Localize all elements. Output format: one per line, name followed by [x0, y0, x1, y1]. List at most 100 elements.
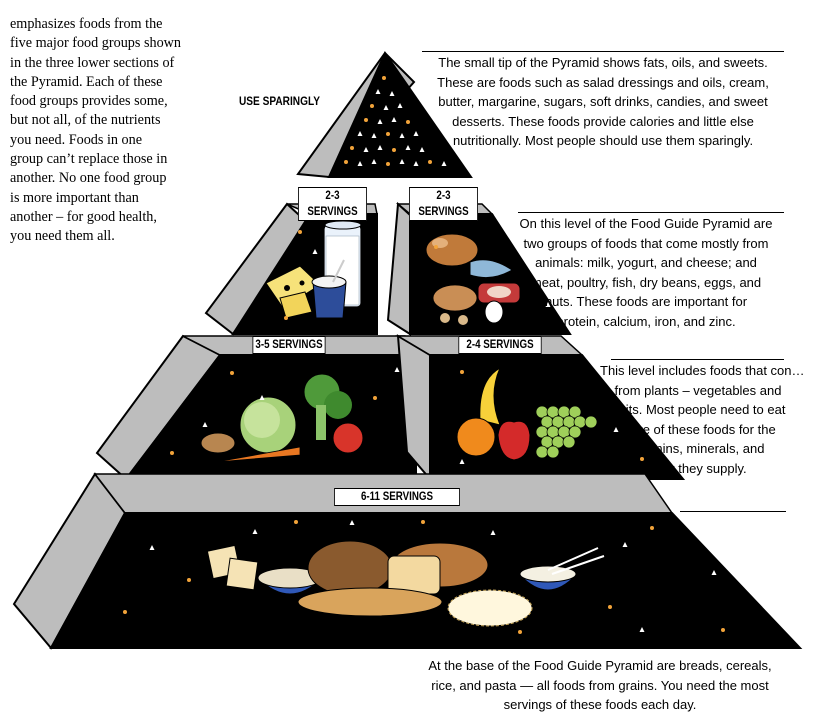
text-line: five major food groups shown	[10, 35, 182, 52]
sugar-speck	[459, 459, 465, 464]
grape	[568, 405, 582, 419]
fat-speck	[460, 370, 464, 374]
text-line: another. No one food group	[10, 170, 167, 187]
sugar-speck	[405, 145, 411, 150]
fat-speck	[294, 520, 298, 524]
fat-speck	[434, 245, 438, 249]
tip-caption: The small tip of the Pyramid shows fats,…	[422, 53, 784, 151]
text-line: food groups provides some,	[10, 93, 168, 110]
tip-specks	[344, 76, 447, 166]
text-line: protein, calcium, iron, and zinc.	[556, 313, 736, 329]
fat-speck	[640, 457, 644, 461]
grape	[546, 445, 560, 459]
text-line: you need. Foods in one	[10, 131, 143, 148]
intro-paragraph: emphasizes foods from the five major food…	[10, 15, 181, 247]
yogurt-cup-drawing	[311, 259, 347, 319]
tier-meat-poultry-fish	[386, 201, 572, 336]
text-line: fruits. Most people need to eat	[610, 402, 786, 418]
sugar-speck	[490, 530, 496, 535]
sugar-speck	[377, 119, 383, 124]
fat-speck	[392, 148, 396, 152]
sugar-speck	[371, 133, 377, 138]
sugar-speck	[377, 145, 383, 150]
text-line: another – for good health,	[10, 208, 157, 225]
vegetables-drawing	[200, 373, 364, 463]
text-line: desserts. These foods provide calories a…	[452, 113, 754, 129]
sugar-speck	[399, 133, 405, 138]
sugar-speck	[397, 103, 403, 108]
text-line: animals: milk, yogurt, and cheese; and	[535, 255, 757, 271]
text-line: the Pyramid. Each of these	[10, 73, 163, 90]
text-line: in the three lower sections of	[10, 54, 175, 71]
sugar-speck	[622, 542, 628, 547]
sugar-speck	[399, 159, 405, 164]
text-line: nutritionally. Most people should use th…	[452, 133, 754, 149]
text-line: servings of these foods each day.	[503, 697, 697, 713]
fat-speck	[428, 160, 432, 164]
animal-level-caption: On this level of the Food Guide Pyramid …	[508, 214, 784, 332]
meat-servings-label: 2-3 SERVINGS	[409, 187, 478, 221]
sugar-speck	[252, 529, 258, 534]
fat-speck	[170, 451, 174, 455]
text-line: from plants – vegetables and	[614, 382, 782, 398]
tier-milk-yogurt-cheese	[204, 202, 378, 336]
sugar-speck	[394, 367, 400, 372]
fat-speck	[421, 520, 425, 524]
tier-fats-oils-sweets	[296, 50, 473, 179]
text-line: you need them all.	[10, 228, 115, 245]
sugar-speck	[413, 161, 419, 166]
sugar-speck	[419, 147, 425, 152]
fat-speck	[650, 526, 654, 530]
fat-speck	[370, 104, 374, 108]
grains-drawing	[206, 540, 605, 627]
vegetable-servings-label: 3-5 SERVINGS	[252, 336, 326, 354]
tier-fruits	[395, 334, 686, 482]
sugar-speck	[383, 105, 389, 110]
fat-speck	[298, 230, 302, 234]
text-line: two groups of foods that come mostly fro…	[523, 235, 769, 251]
fat-speck	[230, 371, 234, 375]
text-line: At the base of the Food Guide Pyramid ar…	[428, 658, 772, 673]
use-sparingly-label: USE SPARINGLY	[239, 96, 320, 108]
text-line: The small tip of the Pyramid shows fats,…	[438, 55, 768, 70]
text-line: These are foods such as salad dressings …	[437, 74, 769, 90]
sugar-speck	[312, 249, 318, 254]
fruits-drawing	[456, 366, 598, 461]
animal-caption-rule	[518, 212, 784, 213]
fat-speck	[123, 610, 127, 614]
fat-speck	[721, 628, 725, 632]
text-line: is more important than	[10, 189, 139, 206]
text-line: emphasizes foods from the	[10, 16, 163, 32]
sugar-speck	[357, 131, 363, 136]
text-line: group can’t replace those in	[10, 151, 168, 168]
milk-servings-label: 2-3 SERVINGS	[298, 187, 367, 221]
text-line: but not all, of the nutrients	[10, 112, 161, 129]
fat-speck	[187, 578, 191, 582]
tip-caption-rule	[422, 51, 784, 52]
fat-speck	[284, 316, 288, 320]
grape	[535, 445, 549, 459]
sugar-speck	[375, 89, 381, 94]
text-line: This level includes foods that con…	[600, 363, 805, 378]
fruit-servings-label: 2-4 SERVINGS	[458, 336, 542, 354]
cheese-drawing	[265, 265, 321, 319]
sugar-speck	[391, 117, 397, 122]
sugar-speck	[545, 302, 551, 307]
text-line: On this level of the Food Guide Pyramid …	[519, 216, 773, 231]
plant-caption-rule	[611, 359, 784, 360]
sugar-speck	[525, 245, 531, 250]
text-line: butter, margarine, sugars, soft drinks, …	[438, 94, 768, 110]
sugar-speck	[711, 570, 717, 575]
sugar-speck	[259, 395, 265, 400]
fat-speck	[386, 132, 390, 136]
sugar-speck	[371, 159, 377, 164]
fat-speck	[518, 630, 522, 634]
grape	[562, 435, 576, 449]
base-level-caption: At the base of the Food Guide Pyramid ar…	[420, 656, 780, 715]
fat-speck	[406, 120, 410, 124]
grapes-drawing	[535, 405, 598, 459]
fat-speck	[382, 76, 386, 80]
sugar-speck	[389, 91, 395, 96]
